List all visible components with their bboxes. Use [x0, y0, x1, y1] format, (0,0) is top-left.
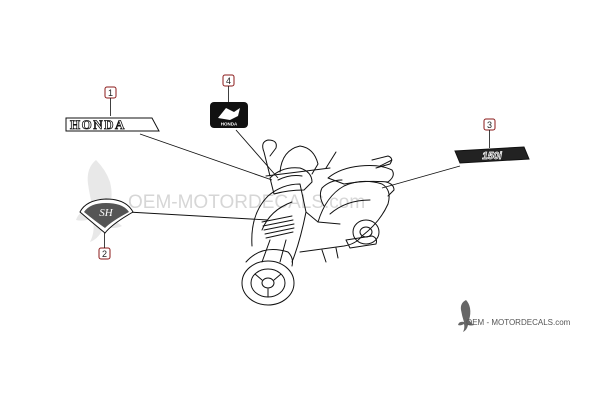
watermark-text: OEM-MOTORDECALS.com	[128, 192, 365, 213]
decal-150i-text: 150i	[482, 151, 502, 162]
footer-credit: OEM - MOTORDECALS.com	[466, 318, 571, 327]
decal-150i: 150i	[454, 146, 530, 164]
footer-logo	[458, 300, 474, 332]
logo-figure-icon	[458, 300, 474, 332]
front-wheel	[241, 260, 295, 306]
callout-4: 4	[222, 74, 235, 102]
callout-4-number: 4	[226, 76, 231, 86]
scooter-illustration	[241, 139, 395, 306]
decal-sh-emblem: SH	[79, 198, 134, 234]
decal-honda-wordmark: HONDA	[65, 117, 160, 132]
leader-line-4	[235, 129, 279, 179]
callout-1-number: 1	[108, 88, 113, 98]
decal-honda-wing-text: HONDA	[221, 122, 238, 127]
decal-honda-text: HONDA	[70, 117, 126, 132]
leader-line-2	[127, 211, 269, 221]
seat	[327, 165, 394, 185]
leader-line-3	[381, 165, 461, 189]
decal-honda-wing: HONDA	[210, 102, 248, 128]
callout-3: 3	[483, 118, 496, 148]
leader-line-1	[139, 133, 273, 181]
callout-3-number: 3	[487, 120, 492, 130]
rear-wheel	[352, 219, 380, 245]
callout-2-number: 2	[102, 249, 107, 259]
callout-1: 1	[104, 86, 117, 116]
decal-sh-text: SH	[99, 207, 114, 219]
callout-2: 2	[98, 233, 111, 260]
wing-icon	[218, 108, 240, 120]
leader-lines	[127, 129, 461, 221]
